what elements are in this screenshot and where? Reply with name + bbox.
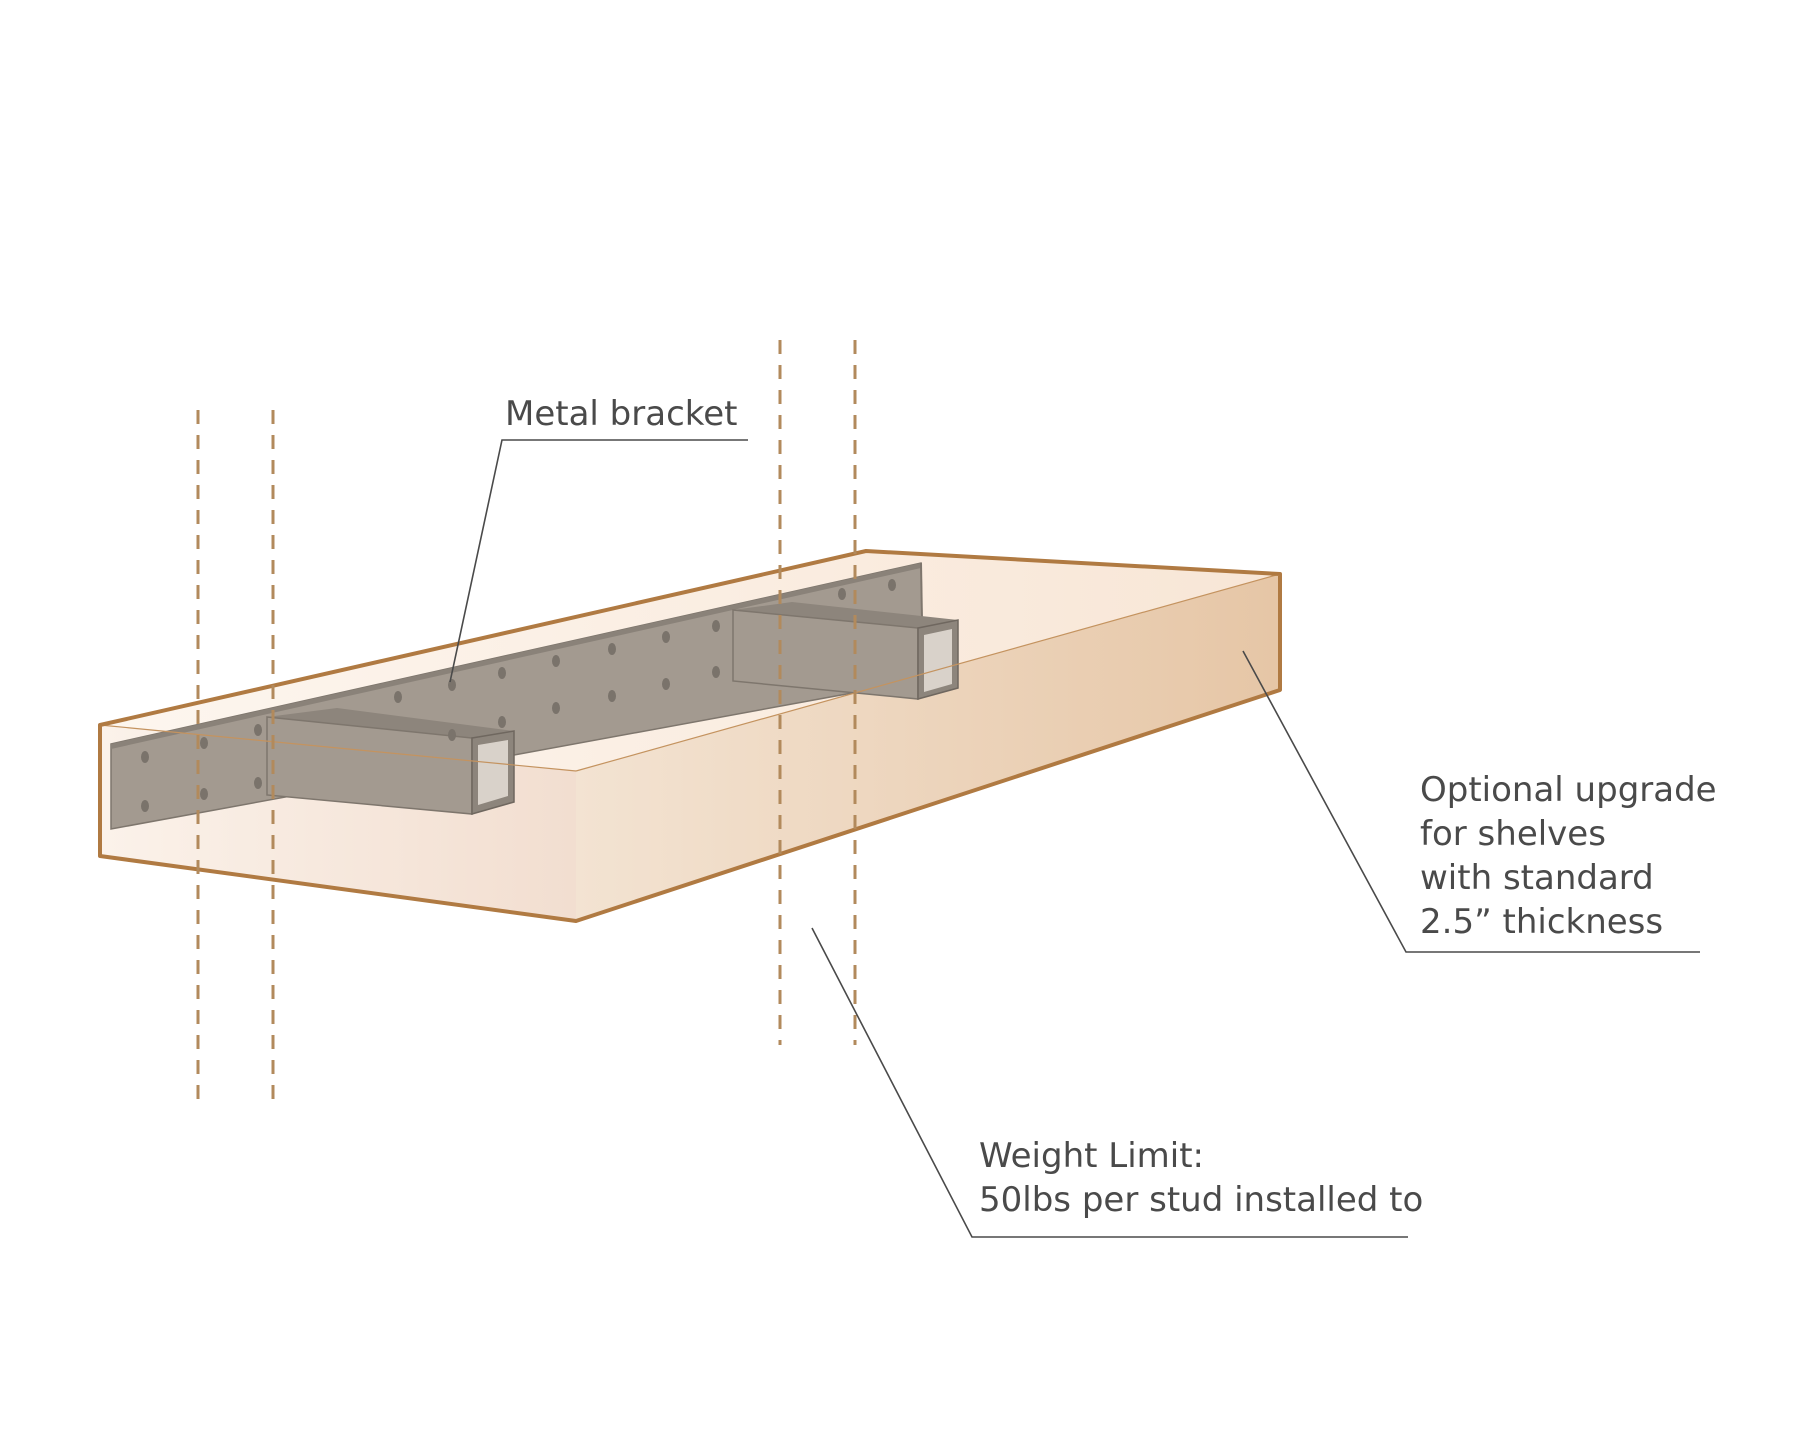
bracket-arm-right-top: [733, 602, 958, 628]
screw-hole: [141, 800, 149, 812]
screw-hole: [141, 751, 149, 763]
bracket-arm-right-hollow: [924, 629, 952, 692]
screw-hole: [254, 724, 262, 736]
screw-hole: [200, 737, 208, 749]
metal-bracket: [110, 562, 959, 830]
leader-weight-limit: [811, 927, 1408, 1238]
screw-hole: [608, 690, 616, 702]
bracket-screw-holes: [141, 579, 896, 812]
leader-metal-bracket: [449, 439, 748, 683]
screw-hole: [712, 620, 720, 632]
leader-lines: [449, 439, 1700, 1238]
screw-hole: [552, 702, 560, 714]
label-optional-upgrade-line-1: Optional upgrade: [1420, 770, 1717, 810]
label-optional-upgrade-line-3: with standard: [1420, 858, 1654, 898]
screw-hole: [448, 729, 456, 741]
label-optional-upgrade: Optional upgrade for shelves with standa…: [1420, 770, 1727, 942]
label-weight-limit-line-2: 50lbs per stud installed to: [979, 1180, 1423, 1220]
label-weight-limit: Weight Limit: 50lbs per stud installed t…: [979, 1136, 1423, 1220]
bracket-arm-left-hollow: [478, 740, 508, 805]
screw-hole: [888, 579, 896, 591]
label-weight-limit-line-1: Weight Limit:: [979, 1136, 1204, 1176]
label-optional-upgrade-line-4: 2.5” thickness: [1420, 902, 1663, 942]
screw-hole: [662, 631, 670, 643]
shelf-side-face: [576, 574, 1280, 921]
bracket-backplate-top-edge: [111, 563, 921, 749]
screw-hole: [498, 667, 506, 679]
screw-hole: [394, 691, 402, 703]
screw-hole: [552, 655, 560, 667]
screw-hole: [254, 777, 262, 789]
shelf-outline: [98, 549, 1282, 923]
leader-optional-upgrade: [1242, 650, 1700, 953]
screw-hole: [608, 643, 616, 655]
stud-lines: [196, 340, 857, 1110]
screw-hole: [200, 788, 208, 800]
label-optional-upgrade-line-2: for shelves: [1420, 814, 1606, 854]
screw-hole: [448, 679, 456, 691]
screw-hole: [498, 716, 506, 728]
label-metal-bracket: Metal bracket: [505, 394, 738, 434]
screw-hole: [712, 666, 720, 678]
screw-hole: [838, 588, 846, 600]
screw-hole: [662, 678, 670, 690]
